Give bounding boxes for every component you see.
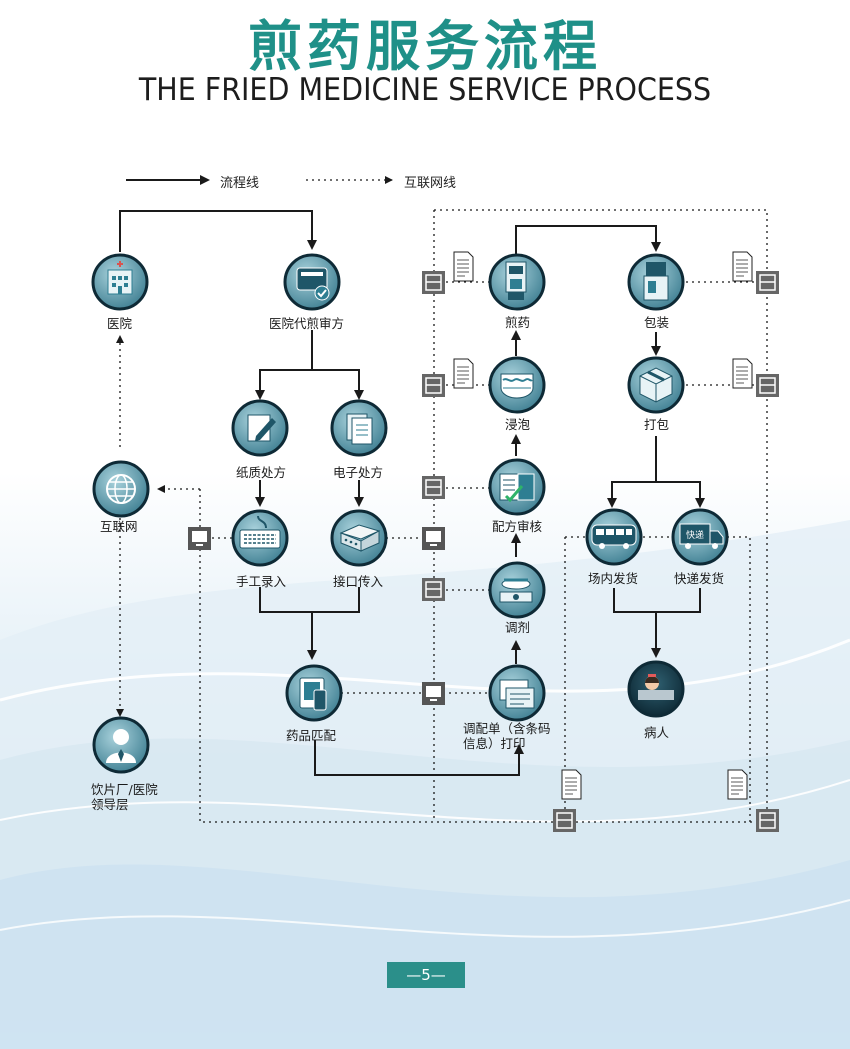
checklist-icon — [488, 458, 546, 516]
barcode-scanner-icon — [756, 271, 779, 294]
document-icon — [732, 251, 753, 282]
water-basin-icon — [488, 356, 546, 414]
bus-icon — [585, 508, 643, 566]
monitor-icon — [188, 527, 211, 550]
barcode-scanner-icon — [756, 809, 779, 832]
barcode-scanner-icon — [422, 578, 445, 601]
barcode-scanner-icon — [422, 271, 445, 294]
page-number-tag: —5— — [387, 962, 465, 988]
network-device-icon — [330, 509, 388, 567]
barcode-scanner-icon — [756, 374, 779, 397]
printer-icon — [488, 664, 546, 722]
node-label-onsite: 场内发货 — [588, 571, 639, 586]
node-label-leadership-1: 饮片厂/医院 — [91, 782, 158, 797]
node-label-internet: 互联网 — [100, 519, 138, 534]
decoction-machine-icon — [488, 253, 546, 311]
delivery-truck-icon — [671, 508, 729, 566]
node-label-print-2: 信息）打印 — [463, 736, 526, 751]
hospital-building-icon — [91, 253, 149, 311]
flow-hospital-to-review — [119, 210, 317, 252]
node-label-paper-rx: 纸质处方 — [236, 465, 287, 480]
node-label-manual-entry: 手工录入 — [236, 574, 287, 589]
barcode-scanner-icon — [422, 374, 445, 397]
document-icon — [453, 358, 474, 389]
page-subtitle: THE FRIED MEDICINE SERVICE PROCESS — [138, 72, 712, 108]
node-label-dispense: 调剂 — [505, 620, 531, 635]
node-label-review: 医院代煎审方 — [269, 316, 345, 331]
document-icon — [330, 399, 388, 457]
legend-solid-label: 流程线 — [220, 176, 260, 191]
flow-review-split — [255, 330, 313, 400]
page-number: 5 — [421, 966, 431, 984]
node-label-recipe-review: 配方审核 — [492, 519, 543, 534]
box-icon — [627, 356, 685, 414]
barcode-scanner-icon — [553, 809, 576, 832]
monitor-icon — [422, 527, 445, 550]
document-icon — [561, 769, 582, 800]
page-title: 煎药服务流程 — [248, 15, 602, 78]
scale-icon — [488, 561, 546, 619]
sick-person-icon — [627, 660, 685, 718]
printer-check-icon — [283, 253, 341, 311]
node-label-express: 快递发货 — [674, 571, 725, 586]
node-label-leadership-2: 领导层 — [91, 797, 129, 812]
node-label-hospital: 医院 — [107, 316, 133, 331]
document-icon — [453, 251, 474, 282]
node-label-package: 包装 — [644, 315, 670, 330]
document-icon — [727, 769, 748, 800]
tablet-device-icon — [285, 664, 343, 722]
person-icon — [92, 716, 150, 774]
monitor-icon — [422, 682, 445, 705]
node-label-drug-match: 药品匹配 — [286, 728, 337, 743]
packaging-machine-icon — [627, 253, 685, 311]
globe-icon — [92, 460, 150, 518]
node-label-electronic-rx: 电子处方 — [333, 465, 384, 480]
node-label-soak: 浸泡 — [505, 417, 531, 432]
node-label-decoct: 煎药 — [505, 315, 531, 330]
pen-paper-icon — [231, 399, 289, 457]
node-label-interface-entry: 接口传入 — [333, 574, 384, 589]
barcode-scanner-icon — [422, 476, 445, 499]
legend-dotted-label: 互联网线 — [404, 176, 457, 191]
document-icon — [732, 358, 753, 389]
node-label-wrap: 打包 — [644, 417, 670, 432]
truck-tag: 快递 — [686, 529, 704, 541]
keyboard-icon — [231, 509, 289, 567]
node-label-patient: 病人 — [644, 725, 670, 740]
node-label-print-1: 调配单（含条码 — [463, 721, 551, 736]
